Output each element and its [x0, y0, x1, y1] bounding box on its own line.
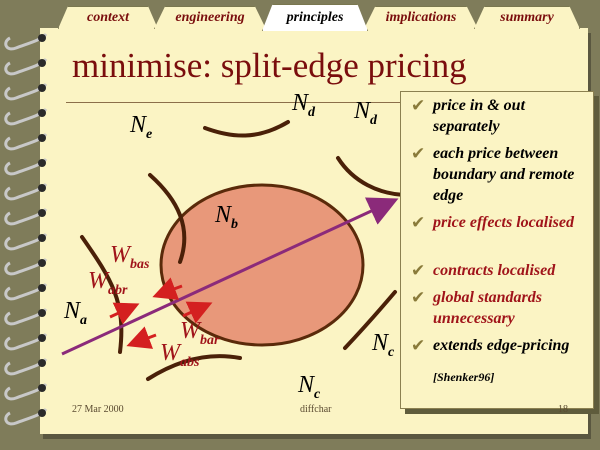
- tab-summary[interactable]: summary: [474, 6, 580, 29]
- label-nc-2: Nc: [298, 372, 321, 402]
- label-w-bas: Wbas: [110, 242, 150, 272]
- w-abr-arrow: [109, 302, 140, 325]
- bullet-2: ✔each price between boundary and remote …: [411, 144, 575, 204]
- tab-context[interactable]: context: [58, 6, 158, 29]
- check-icon: ✔: [411, 261, 426, 280]
- label-w-abs: Wabs: [160, 340, 200, 370]
- footer-date: 27 Mar 2000: [72, 404, 124, 415]
- check-icon: ✔: [411, 213, 426, 232]
- slide-title: minimise: split-edge pricing: [72, 46, 467, 85]
- w-bar-arrow: [182, 301, 213, 324]
- footer-file: diffchar: [300, 404, 332, 415]
- spiral-binding: [4, 32, 48, 426]
- boundary-nc-bottom: [146, 354, 242, 381]
- price-flow-arrow: [61, 197, 399, 356]
- title-rule: [66, 102, 586, 103]
- label-na: Na: [64, 298, 88, 328]
- footer-page: 18: [558, 404, 568, 415]
- check-icon: ✔: [411, 96, 426, 115]
- check-icon: ✔: [411, 288, 426, 307]
- label-w-abr: Wabr: [88, 268, 128, 298]
- boundary-nd-left: [203, 120, 290, 138]
- bullet-5: ✔global standards unnecessary: [411, 288, 542, 327]
- tab-engineering[interactable]: engineering: [154, 6, 266, 29]
- bullet-6: ✔extends edge-pricing: [411, 336, 570, 355]
- boundary-nc-right: [343, 290, 397, 350]
- label-nd-1: Nd: [292, 90, 316, 120]
- bullet-1: ✔price in & out separately: [411, 96, 526, 135]
- boundary-ne: [148, 173, 187, 264]
- check-icon: ✔: [411, 336, 426, 355]
- label-w-bar: Wbar: [180, 318, 220, 348]
- label-nc-1: Nc: [372, 330, 395, 360]
- label-ne: Ne: [130, 112, 153, 142]
- check-icon: ✔: [411, 144, 426, 163]
- bullet-4: ✔contracts localised: [411, 261, 556, 280]
- bullet-3: ✔price effects localised: [411, 213, 574, 232]
- tab-principles[interactable]: principles: [262, 4, 368, 31]
- tab-implications[interactable]: implications: [364, 6, 478, 29]
- label-nd-2: Nd: [354, 98, 378, 128]
- w-bas-arrow: [152, 277, 183, 300]
- citation: [Shenker96]: [433, 370, 495, 384]
- w-abs-arrow: [126, 326, 157, 349]
- callout-box: ✔price in & out separately ✔each price b…: [400, 91, 594, 409]
- label-nb: Nb: [215, 202, 239, 232]
- boundary-na: [80, 235, 124, 354]
